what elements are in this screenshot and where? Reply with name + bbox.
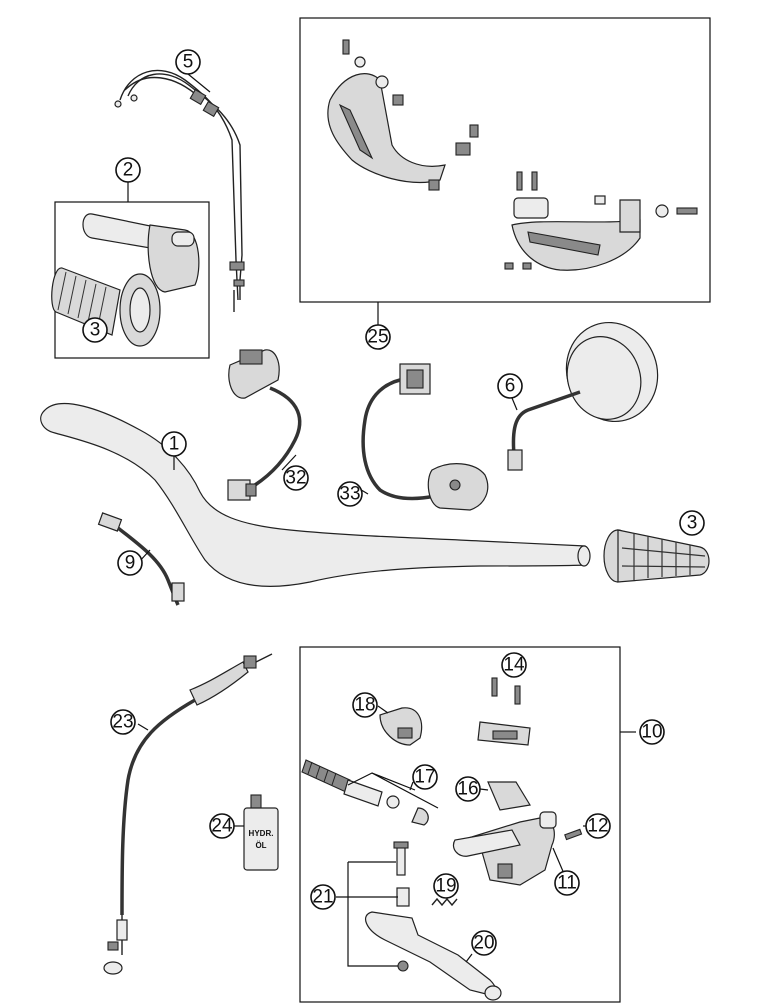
callout-33: 33: [337, 481, 363, 507]
hand-guard-right: [504, 171, 698, 271]
svg-text:25: 25: [367, 327, 388, 348]
svg-text:9: 9: [125, 553, 136, 574]
callout-21: 21: [310, 884, 336, 910]
callout-3-grip-set: 3: [82, 317, 108, 343]
svg-text:2: 2: [123, 160, 134, 181]
clamp-part-18: [379, 707, 423, 746]
svg-text:5: 5: [183, 52, 194, 73]
kill-switch: [227, 349, 302, 501]
svg-text:21: 21: [312, 887, 333, 908]
callout-16: 16: [455, 776, 481, 802]
svg-text:19: 19: [435, 876, 456, 897]
svg-text:17: 17: [414, 767, 435, 788]
callout-12: 12: [585, 813, 611, 839]
callout-20: 20: [471, 930, 497, 956]
svg-text:14: 14: [503, 655, 525, 676]
callout-19: 19: [433, 873, 459, 899]
svg-text:16: 16: [457, 779, 478, 800]
callout-14: 14: [501, 652, 527, 678]
svg-text:32: 32: [285, 468, 306, 489]
cover-screws: [491, 677, 521, 705]
svg-text:12: 12: [587, 816, 608, 837]
hand-guard-frame: [299, 17, 711, 303]
brake-lever: [364, 911, 502, 1001]
callout-24: 24: [209, 813, 235, 839]
callout-23: 23: [110, 709, 136, 735]
callout-25: 25: [365, 324, 391, 350]
bottle-label-line1: HYDR.: [249, 829, 274, 838]
handlebar: [40, 402, 591, 587]
hand-guard-left: [327, 39, 479, 191]
svg-text:6: 6: [505, 376, 516, 397]
callout-1: 1: [161, 431, 187, 457]
svg-text:3: 3: [687, 513, 698, 534]
piston-kit: [301, 759, 439, 826]
clutch-cable: [103, 653, 273, 975]
sensor-cable: [97, 512, 185, 606]
svg-text:20: 20: [473, 933, 494, 954]
svg-text:3: 3: [90, 320, 101, 341]
right-grip: [603, 529, 710, 583]
svg-text:10: 10: [641, 722, 662, 743]
lever-bolt-12: [564, 828, 583, 841]
svg-text:1: 1: [169, 434, 180, 455]
callout-11: 11: [554, 870, 580, 896]
callout-9: 9: [117, 550, 143, 576]
callout-18: 18: [352, 692, 378, 718]
callout-6: 6: [497, 373, 523, 399]
svg-text:23: 23: [112, 712, 133, 733]
callout-2: 2: [115, 157, 141, 183]
brake-master-cylinder: [452, 811, 557, 886]
leader-lines: [127, 73, 636, 967]
mirror: [507, 321, 659, 471]
callout-10: 10: [639, 719, 665, 745]
throttle-grip: [51, 213, 200, 347]
brake-master-cylinder-frame: [299, 646, 621, 1003]
callout-5: 5: [175, 49, 201, 75]
hydraulic-oil-bottle: HYDR. ÖL: [243, 794, 279, 871]
svg-text:18: 18: [354, 695, 375, 716]
callout-3-right-grip: 3: [679, 510, 705, 536]
light-switch: [361, 363, 489, 511]
reservoir-cover: [477, 721, 531, 746]
svg-text:33: 33: [339, 484, 360, 505]
callout-32: 32: [283, 465, 309, 491]
bottle-label-line2: ÖL: [255, 841, 266, 850]
return-spring: [431, 897, 458, 907]
callout-17: 17: [412, 764, 438, 790]
push-rod-screw: [393, 841, 410, 972]
throttle-cable: [114, 69, 245, 312]
svg-text:11: 11: [557, 873, 577, 894]
svg-text:24: 24: [211, 816, 233, 837]
bracket-part-16: [487, 781, 531, 811]
